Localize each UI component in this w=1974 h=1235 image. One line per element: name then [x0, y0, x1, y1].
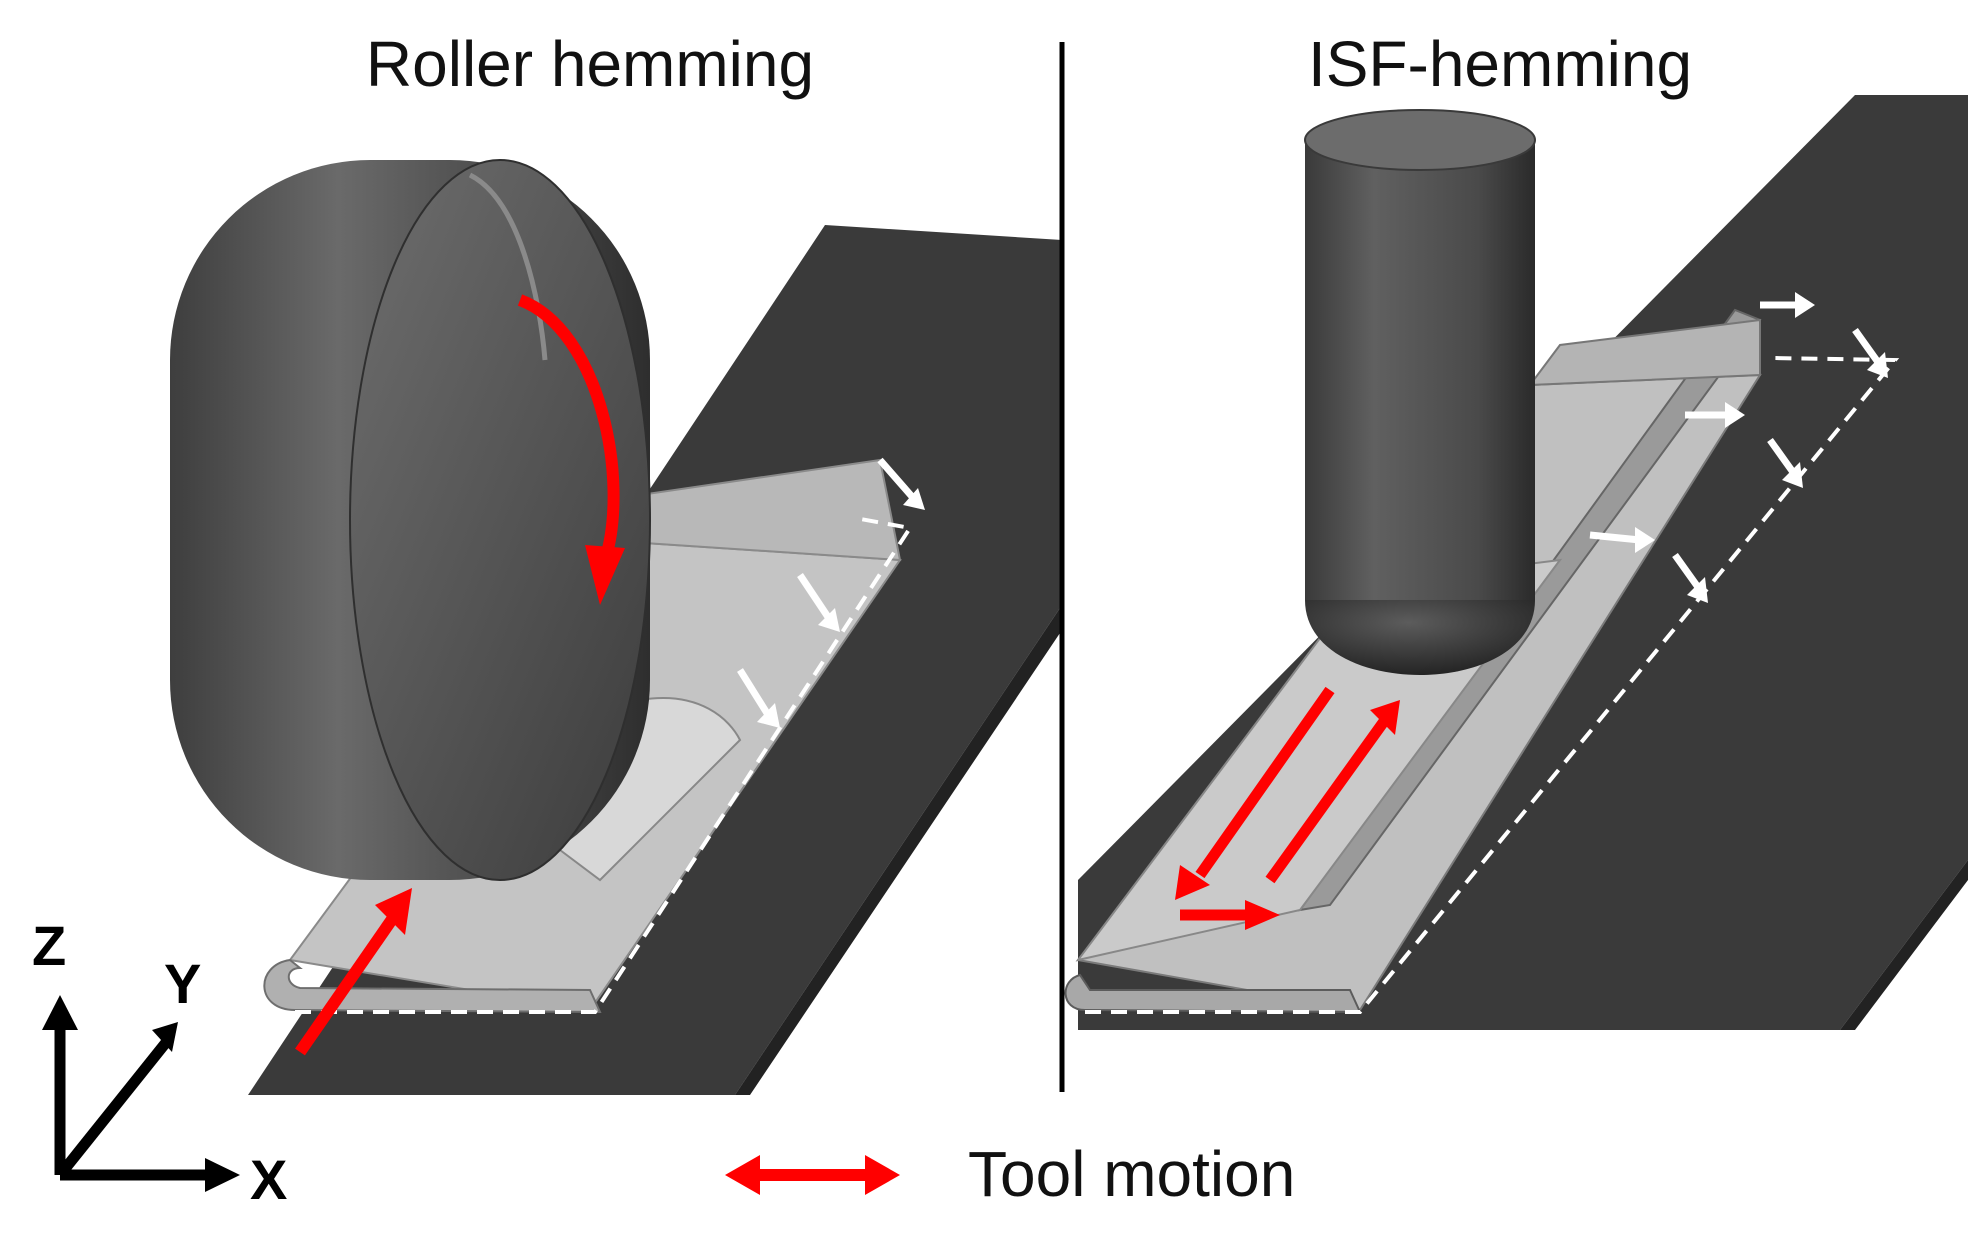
right-hem-curl: [1064, 973, 1362, 1014]
isf-tool-motion-arrows: [1175, 686, 1400, 930]
x-axis-label: X: [250, 1148, 288, 1211]
roller-feed-arrow: [295, 888, 412, 1056]
roller-hemming-title: Roller hemming: [365, 28, 815, 100]
right-flange-outline: [1085, 356, 1900, 1014]
coordinate-axes: [42, 995, 240, 1192]
roller-hemming-panel: [170, 159, 1062, 1095]
y-axis-label: Y: [164, 952, 202, 1015]
roller-rotation-arrow: [517, 294, 625, 605]
z-axis-label: Z: [32, 914, 67, 977]
legend-tool-motion-arrow: [725, 1155, 900, 1195]
y-axis: [55, 1036, 173, 1179]
roller-tool: [170, 159, 651, 881]
isf-pin-tool: [1304, 109, 1536, 675]
y-axis-arrowhead: [152, 1022, 178, 1052]
isf-hemming-title: ISF-hemming: [1307, 28, 1693, 100]
legend-tool-motion-label: Tool motion: [968, 1138, 1296, 1210]
left-curl-highlight: [558, 697, 742, 882]
right-flange-top: [1527, 318, 1761, 387]
x-axis-arrowhead: [205, 1158, 240, 1192]
left-die-edge: [735, 605, 1062, 1095]
right-die-edge: [1840, 860, 1968, 1030]
z-axis-arrowhead: [42, 995, 78, 1030]
left-hem-curl: [263, 958, 602, 1014]
right-flange-motion-arrows: [1589, 292, 1888, 603]
isf-hemming-panel: [1064, 95, 1968, 1030]
left-flange-motion-arrows: [737, 457, 925, 728]
